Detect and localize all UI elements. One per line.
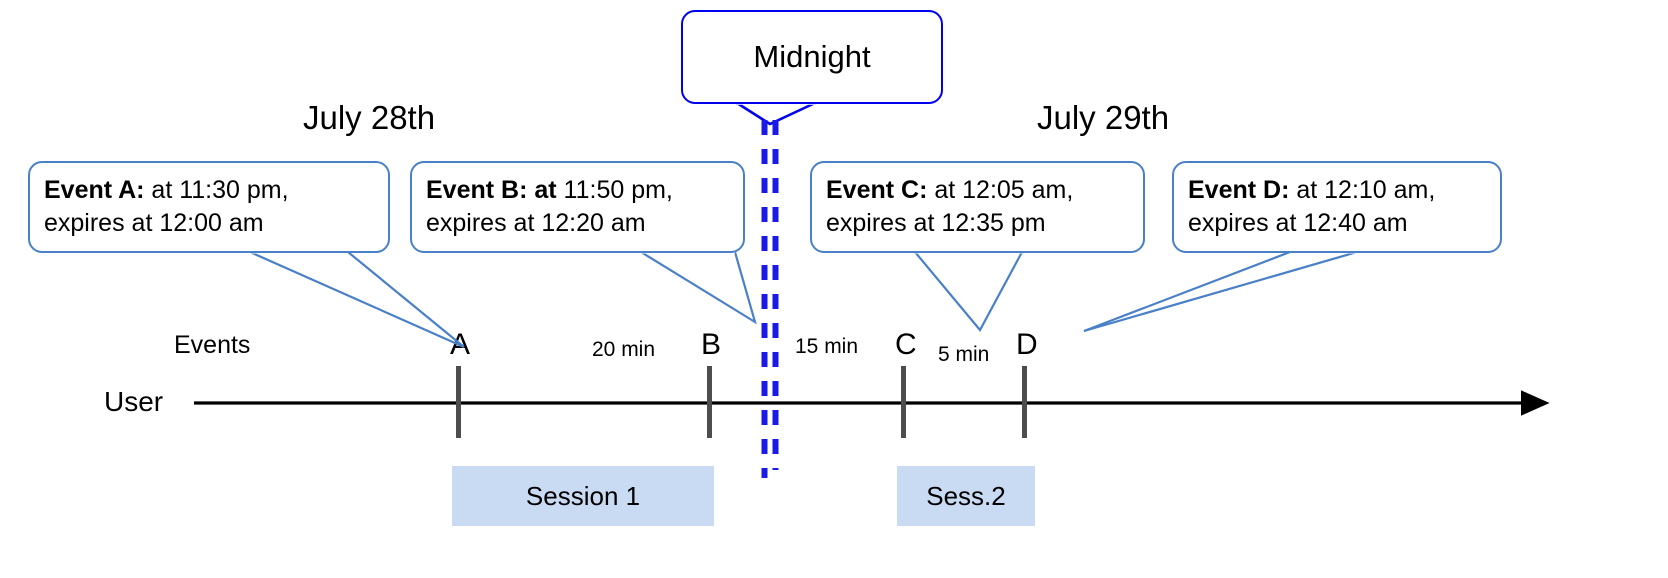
event-letter-d: D: [1016, 328, 1038, 361]
callout-event-c: Event C: at 12:05 am, expires at 12:35 p…: [810, 161, 1145, 253]
tick-event-b: [707, 366, 712, 438]
tick-event-c: [901, 366, 906, 438]
axis-row-label-events: Events: [174, 331, 251, 359]
axis-row-label-user: User: [104, 386, 164, 417]
date-heading-july-29: July 29th: [1037, 99, 1170, 136]
date-heading-july-28: July 28th: [303, 99, 436, 136]
callout-event-d: Event D: at 12:10 am, expires at 12:40 a…: [1172, 161, 1502, 253]
tick-event-a: [456, 366, 461, 438]
session-block-2: Sess.2: [897, 466, 1035, 526]
session-label: Session 1: [525, 480, 641, 511]
event-letter-c: C: [895, 328, 917, 361]
gap-label-20min: 20 min: [592, 338, 656, 361]
callout-event-b: Event B: at 11:50 pm, expires at 12:20 a…: [410, 161, 745, 253]
callout-event-a-text: Event A: at 11:30 pm, expires at 12:00 a…: [44, 176, 289, 237]
event-letter-a: A: [450, 328, 471, 361]
midnight-label: Midnight: [753, 39, 871, 74]
callout-event-d-text: Event D: at 12:10 am, expires at 12:40 a…: [1188, 176, 1436, 237]
callout-event-b-text: Event B: at 11:50 pm, expires at 12:20 a…: [426, 176, 673, 237]
callout-event-a: Event A: at 11:30 pm, expires at 12:00 a…: [28, 161, 390, 253]
session-block-1: Session 1: [452, 466, 714, 526]
gap-label-15min: 15 min: [795, 335, 859, 358]
session-label: Sess.2: [926, 480, 1006, 511]
event-letter-b: B: [701, 328, 722, 361]
tick-event-d: [1022, 366, 1027, 438]
callout-midnight: Midnight: [681, 10, 943, 104]
callout-event-c-text: Event C: at 12:05 am, expires at 12:35 p…: [826, 176, 1074, 237]
gap-label-5min: 5 min: [938, 343, 990, 366]
